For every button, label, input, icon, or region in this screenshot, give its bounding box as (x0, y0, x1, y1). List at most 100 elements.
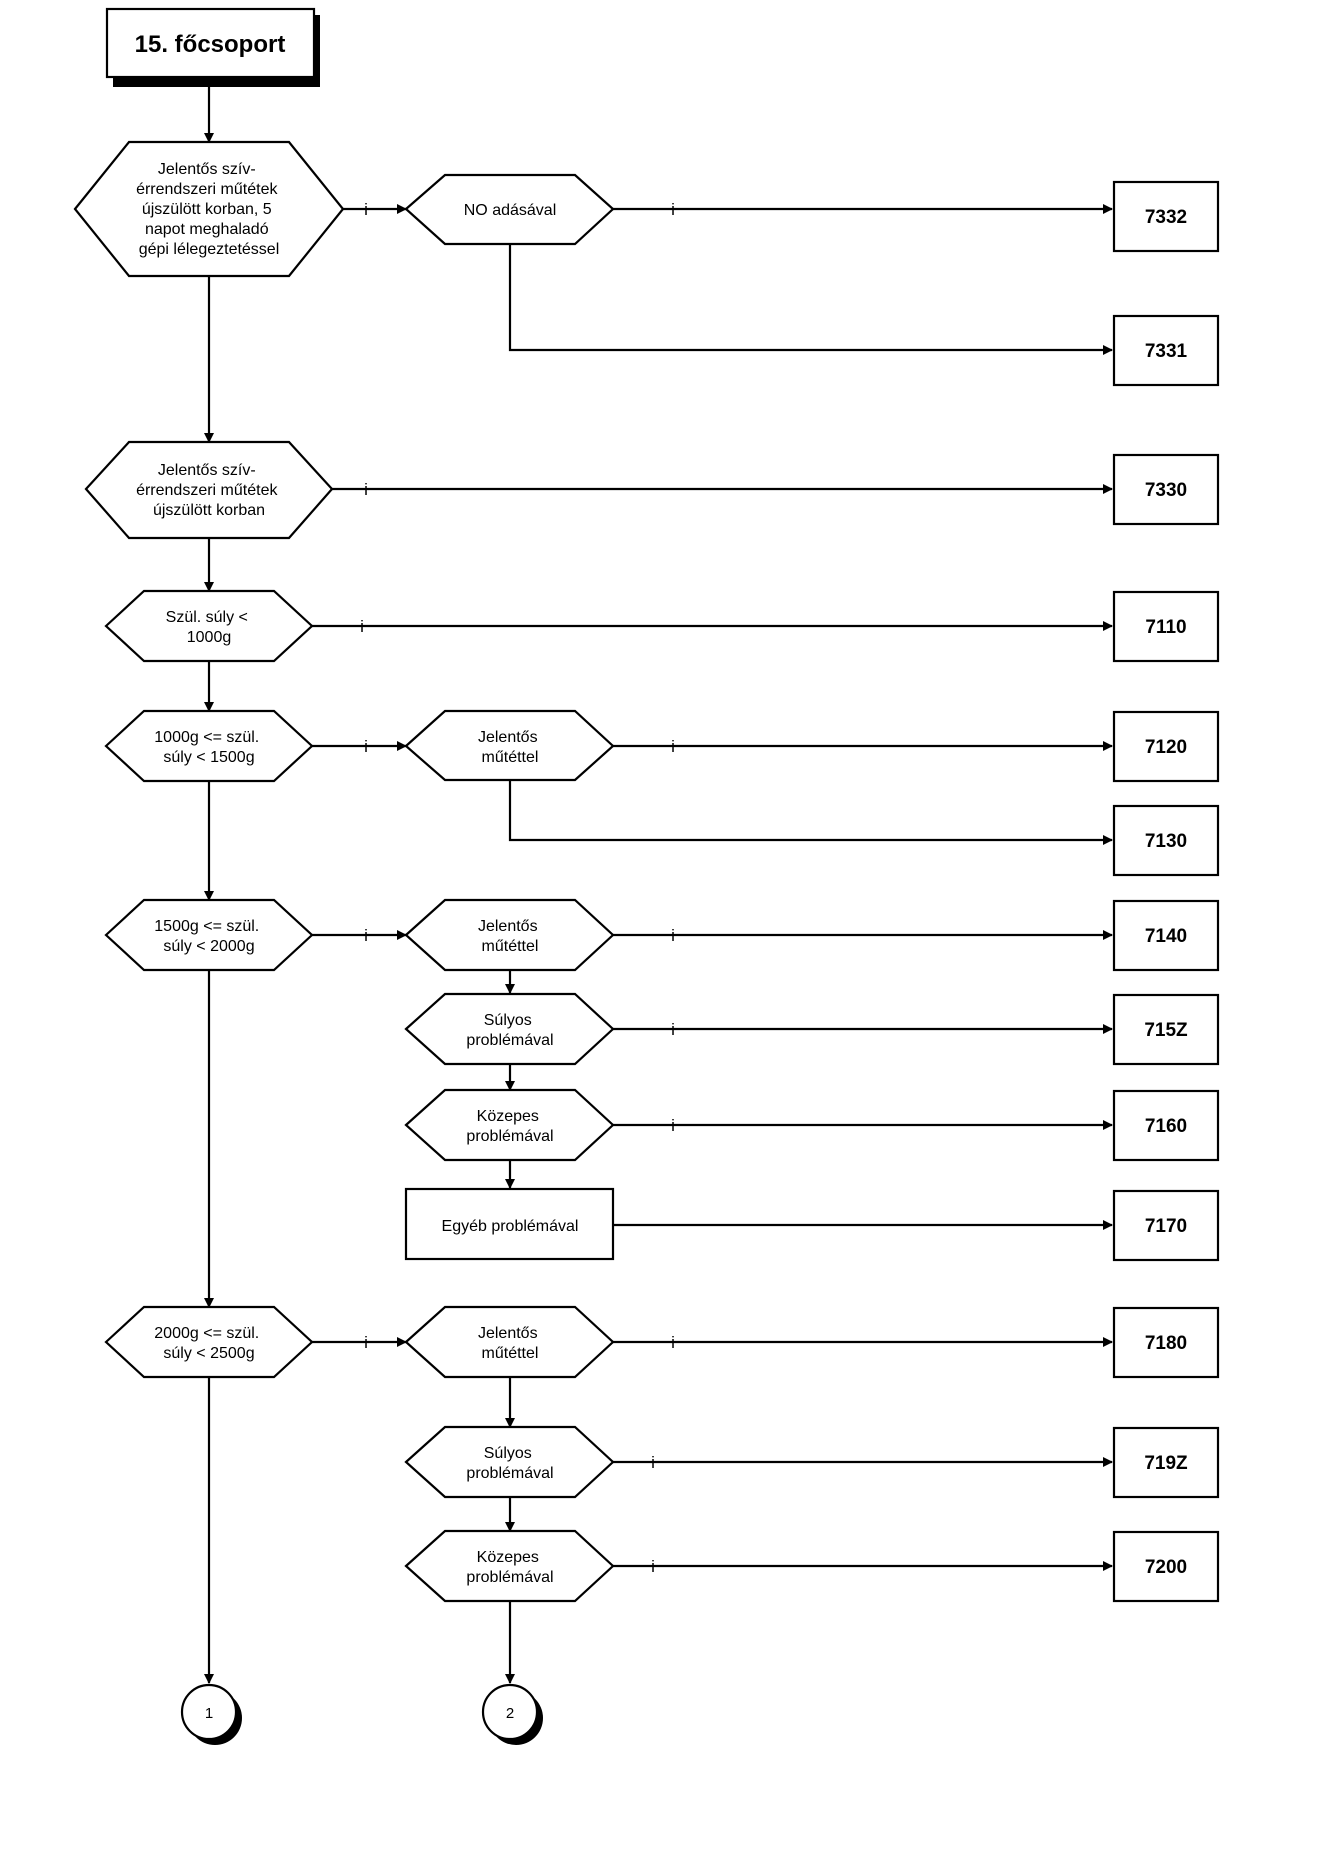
decision-c5-line: súly < 2000g (163, 938, 254, 955)
decision-s2: Jelentős műtéttel (404, 709, 615, 782)
decision-s8-line: problémával (466, 1465, 553, 1482)
decision-c5-line: 1500g <= szül. (154, 918, 259, 935)
result-box-7140: 7140 (1112, 899, 1220, 972)
decision-c5-text: 1500g <= szül. súly < 2000g (154, 918, 263, 955)
decision-s8-line: Súlyos (484, 1445, 532, 1462)
decision-c1-line: újszülött korban, 5 (142, 201, 272, 218)
branch-mark: i (364, 737, 368, 756)
decision-c6-line: 2000g <= szül. (154, 1325, 259, 1342)
decision-s7-line: Jelentős (478, 1325, 538, 1342)
decision-c3: Szül. súly < 1000g (104, 589, 314, 663)
result-code: 7180 (1145, 1333, 1187, 1354)
branch-marks: i i i i i i i i i i i i i i (360, 200, 675, 1576)
decision-c1-text: Jelentős szív- érrendszeri műtétek újszü… (136, 161, 282, 258)
branch-mark: i (671, 1116, 675, 1135)
branch-mark: i (671, 1333, 675, 1352)
decision-s1-line: NO adásával (464, 202, 557, 219)
result-box-7160: 7160 (1112, 1089, 1220, 1162)
decision-s1-text: NO adásával (464, 202, 557, 219)
decision-c3-line: Szül. súly < (166, 609, 248, 626)
connector-label: 2 (506, 1705, 514, 1722)
decision-s4: Súlyos problémával (404, 992, 615, 1066)
result-codes: 7332 7331 7330 7110 7120 7130 7140 715Z (1112, 180, 1220, 1603)
result-code: 7332 (1145, 207, 1187, 228)
decision-s2-line: Jelentős (478, 729, 538, 746)
result-code: 7200 (1145, 1557, 1187, 1578)
result-code: 7331 (1145, 341, 1188, 362)
result-box-719Z: 719Z (1112, 1426, 1220, 1499)
branch-mark: i (364, 480, 368, 499)
decision-c6: 2000g <= szül. súly < 2500g (104, 1305, 314, 1379)
decision-s7-text: Jelentős műtéttel (478, 1325, 542, 1362)
result-box-7120: 7120 (1112, 710, 1220, 783)
decision-c6-text: 2000g <= szül. súly < 2500g (154, 1325, 263, 1362)
decision-s5: Közepes problémával (404, 1088, 615, 1162)
decision-c4-line: súly < 1500g (163, 749, 254, 766)
result-code: 715Z (1144, 1020, 1188, 1041)
decision-s8: Súlyos problémával (404, 1425, 615, 1499)
edge-s1-r2 (508, 244, 1113, 355)
decision-c5: 1500g <= szül. súly < 2000g (104, 898, 314, 972)
decision-c2-line: újszülött korban (153, 502, 265, 519)
result-code: 719Z (1144, 1453, 1188, 1474)
decision-c3-text: Szül. súly < 1000g (166, 609, 253, 646)
result-box-7170: 7170 (1112, 1189, 1220, 1262)
result-code: 7160 (1145, 1116, 1187, 1137)
decision-s8-text: Súlyos problémával (466, 1445, 553, 1482)
result-box-7330: 7330 (1112, 453, 1220, 526)
branch-mark: i (651, 1557, 655, 1576)
decision-c2-text: Jelentős szív- érrendszeri műtétek újszü… (136, 462, 282, 519)
decision-c1-line: gépi lélegeztetéssel (139, 241, 280, 258)
connector-label: 1 (205, 1705, 213, 1722)
decision-c3-line: 1000g (187, 629, 232, 646)
decision-s2-text: Jelentős műtéttel (478, 729, 542, 766)
decision-s4-text: Súlyos problémával (466, 1012, 553, 1049)
decision-c2-line: érrendszeri műtétek (136, 482, 278, 499)
decision-s3-line: műtéttel (482, 938, 539, 955)
result-box-7180: 7180 (1112, 1306, 1220, 1379)
branch-mark: i (671, 737, 675, 756)
title-text: 15. főcsoport (135, 31, 286, 58)
branch-mark: i (360, 617, 364, 636)
decision-s5-line: Közepes (477, 1108, 539, 1125)
decision-c1: Jelentős szív- érrendszeri műtétek újszü… (73, 140, 345, 278)
branch-mark: i (364, 1333, 368, 1352)
decision-c1-line: érrendszeri műtétek (136, 181, 278, 198)
process-s6: Egyéb problémával (404, 1187, 615, 1261)
decision-s5-text: Közepes problémával (466, 1108, 553, 1145)
branch-mark: i (364, 926, 368, 945)
decision-s4-line: problémával (466, 1032, 553, 1049)
connector-2: 2 (481, 1683, 543, 1745)
branch-mark: i (364, 200, 368, 219)
result-box-7130: 7130 (1112, 804, 1220, 877)
decision-s3-line: Jelentős (478, 918, 538, 935)
edge-s2-r6 (508, 780, 1113, 845)
decision-c1-line: Jelentős szív- (158, 161, 256, 178)
connector-1: 1 (180, 1683, 242, 1745)
decision-s3-text: Jelentős műtéttel (478, 918, 542, 955)
branch-mark: i (671, 1020, 675, 1039)
result-code: 7110 (1145, 617, 1186, 638)
decision-s9-line: Közepes (477, 1549, 539, 1566)
decision-s3: Jelentős műtéttel (404, 898, 615, 972)
decision-c6-line: súly < 2500g (163, 1345, 254, 1362)
decision-s9-line: problémával (466, 1569, 553, 1586)
decision-c4-text: 1000g <= szül. súly < 1500g (154, 729, 263, 766)
decision-s1: NO adásával (404, 173, 615, 246)
decision-c4-line: 1000g <= szül. (154, 729, 259, 746)
decision-s9-text: Közepes problémával (466, 1549, 553, 1586)
result-box-7200: 7200 (1112, 1530, 1220, 1603)
result-box-715Z: 715Z (1112, 993, 1220, 1066)
decision-c2-line: Jelentős szív- (158, 462, 256, 479)
decision-s2-line: műtéttel (482, 749, 539, 766)
decision-c4: 1000g <= szül. súly < 1500g (104, 709, 314, 783)
branch-mark: i (671, 200, 675, 219)
decision-c1-line: napot meghaladó (145, 221, 269, 238)
result-code: 7130 (1145, 831, 1187, 852)
title-box: 15. főcsoport (105, 7, 320, 87)
result-box-7331: 7331 (1112, 314, 1220, 387)
process-s6-text: Egyéb problémával (442, 1218, 579, 1235)
result-code: 7330 (1145, 480, 1187, 501)
